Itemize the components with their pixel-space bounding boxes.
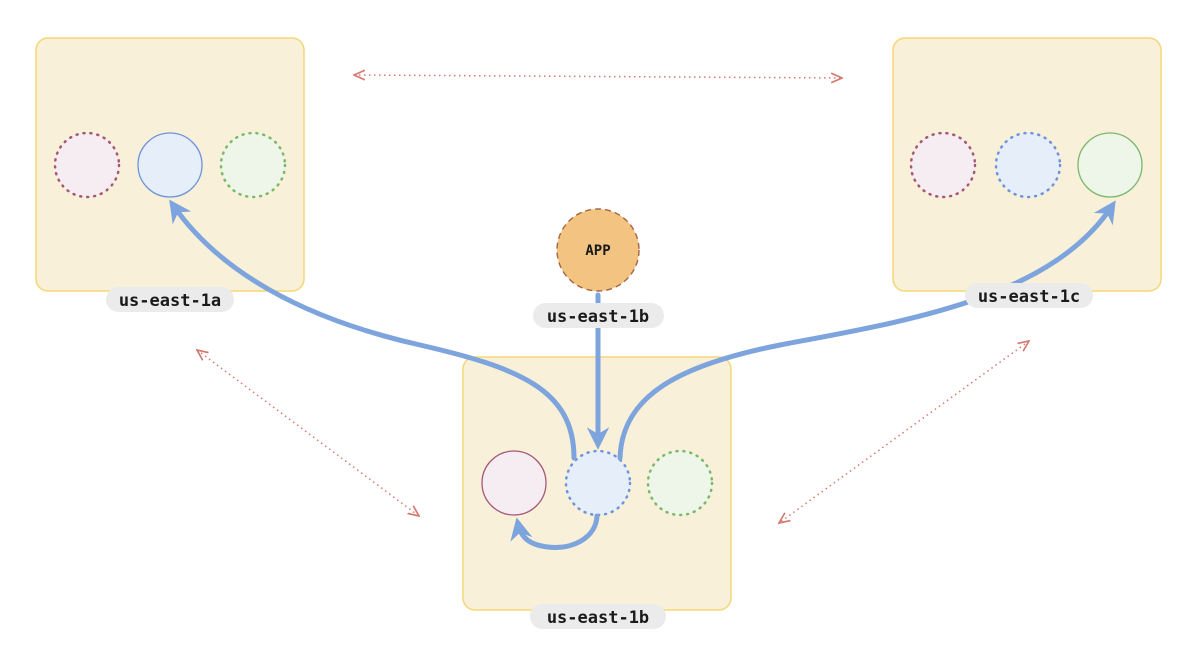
app-label: APP — [585, 243, 610, 259]
zone-label-us-east-1b: us-east-1b — [547, 608, 649, 628]
link-a-c — [354, 75, 842, 78]
node-b-pink-primary — [481, 450, 547, 516]
label-bg-us-east-1b — [530, 604, 666, 629]
link-c-b — [779, 341, 1029, 523]
arrow-b-to-b-pink — [510, 513, 600, 550]
link-a-b — [197, 350, 419, 516]
node-c-green-primary — [1077, 132, 1143, 198]
app-node — [556, 208, 640, 292]
node-b-blue — [564, 449, 632, 517]
node-a-pink — [53, 131, 121, 199]
arrow-b-to-a — [169, 199, 577, 461]
node-a-blue-primary — [137, 132, 203, 198]
arrow-b-to-c — [617, 200, 1116, 461]
node-c-pink — [909, 131, 977, 199]
label-bg-us-east-1a — [106, 287, 234, 312]
zone-label-us-east-1c: us-east-1c — [978, 287, 1080, 307]
app-zone-label: us-east-1b — [547, 307, 649, 327]
node-c-blue — [994, 131, 1062, 199]
node-b-green — [646, 449, 714, 517]
label-bg-app-zone — [533, 303, 664, 328]
label-bg-us-east-1c — [965, 283, 1093, 308]
zone-label-us-east-1a: us-east-1a — [119, 291, 221, 311]
node-a-green — [219, 131, 287, 199]
